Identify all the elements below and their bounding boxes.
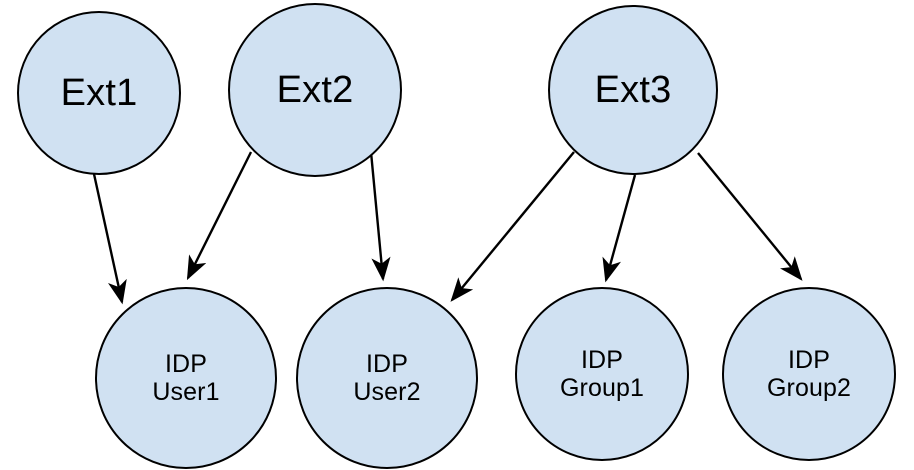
edge-ext1-to-idp-user1 bbox=[92, 173, 127, 305]
node-idp-user1[interactable]: IDP User1 bbox=[95, 287, 277, 469]
node-idp-user2-label: IDP User2 bbox=[353, 350, 421, 406]
node-idp-user1-label: IDP User1 bbox=[152, 350, 220, 406]
node-idp-group2[interactable]: IDP Group2 bbox=[722, 287, 896, 461]
edge-ext3-to-idp-user2 bbox=[450, 151, 575, 302]
edge-ext2-to-idp-user2 bbox=[369, 151, 391, 282]
node-ext1[interactable]: Ext1 bbox=[17, 11, 181, 175]
node-idp-group2-label: IDP Group2 bbox=[767, 346, 851, 402]
edge-ext3-to-idp-group1 bbox=[602, 174, 637, 283]
node-idp-group1[interactable]: IDP Group1 bbox=[515, 287, 689, 461]
node-idp-group1-label: IDP Group1 bbox=[560, 346, 644, 402]
node-ext3[interactable]: Ext3 bbox=[548, 5, 718, 175]
node-ext2[interactable]: Ext2 bbox=[228, 3, 402, 177]
node-ext3-label: Ext3 bbox=[594, 68, 672, 111]
edge-ext3-to-idp-group2 bbox=[697, 152, 803, 281]
node-ext2-label: Ext2 bbox=[276, 68, 354, 111]
edge-ext2-to-idp-user1 bbox=[186, 151, 253, 281]
node-idp-user2[interactable]: IDP User2 bbox=[296, 287, 478, 469]
node-ext1-label: Ext1 bbox=[60, 71, 138, 114]
edges-group bbox=[92, 151, 803, 305]
